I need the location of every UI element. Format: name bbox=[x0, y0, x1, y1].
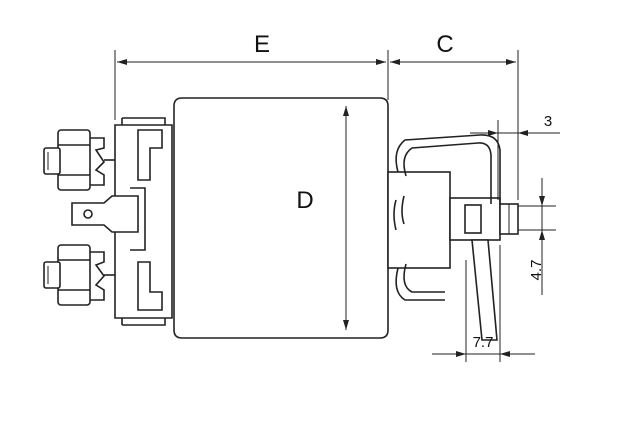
dimension-3: 3 bbox=[470, 113, 560, 200]
dimension-d-label: D bbox=[296, 187, 313, 214]
solenoid-body: D bbox=[173, 97, 389, 339]
dimension-c-label: C bbox=[436, 31, 453, 58]
plunger-assembly bbox=[387, 134, 519, 341]
dimension-7-7-label: 7.7 bbox=[473, 334, 494, 351]
dimension-e: E bbox=[114, 31, 389, 120]
dimension-7-7: 7.7 bbox=[432, 245, 535, 362]
spade-terminal bbox=[71, 195, 139, 233]
dimension-c: C bbox=[390, 31, 519, 195]
upper-terminal-bolt bbox=[43, 129, 115, 191]
dimension-3-label: 3 bbox=[544, 113, 552, 130]
dimension-4-7: 4.7 bbox=[518, 178, 556, 295]
terminal-housing bbox=[114, 117, 173, 326]
lower-terminal-bolt bbox=[43, 244, 115, 306]
dimension-4-7-label: 4.7 bbox=[528, 260, 545, 281]
dimension-e-label: E bbox=[254, 31, 270, 58]
